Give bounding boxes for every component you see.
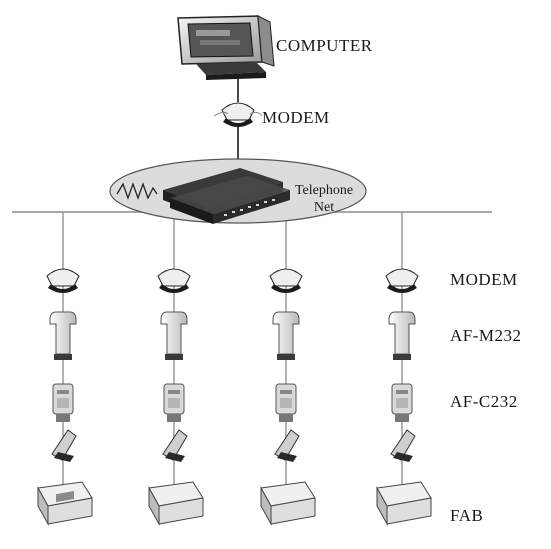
computer-icon bbox=[177, 15, 275, 80]
af-m232-device-icon bbox=[272, 311, 300, 355]
telephone-net-line1: Telephone bbox=[294, 183, 354, 198]
top-modem-icon bbox=[213, 102, 263, 127]
fab-label: FAB bbox=[450, 506, 484, 525]
branch-modem-icon bbox=[269, 268, 303, 287]
af-m232-device-icon bbox=[388, 311, 416, 355]
telephone-net-label: Telephone Net bbox=[282, 182, 366, 216]
branch-1-devices bbox=[37, 268, 93, 526]
telephone-net bbox=[109, 158, 367, 224]
network-switch-icon bbox=[163, 168, 290, 224]
computer-label: COMPUTER bbox=[276, 36, 373, 55]
af-c232-label: AF-C232 bbox=[450, 392, 518, 411]
cable-connector-icon bbox=[51, 429, 77, 462]
telephone-net-line2: Net bbox=[313, 200, 335, 215]
af-m232-label: AF-M232 bbox=[450, 326, 522, 345]
branch-modem-icon bbox=[46, 268, 80, 293]
branch-3-devices bbox=[260, 268, 316, 526]
branch-2-devices bbox=[148, 268, 204, 526]
modem-row-label: MODEM bbox=[450, 270, 518, 289]
branch-4-devices bbox=[376, 268, 432, 526]
branch-lines bbox=[62, 212, 403, 505]
signal-wave-icon bbox=[116, 182, 158, 200]
fab-controller-icon bbox=[37, 481, 93, 526]
branch-modem-icon bbox=[157, 268, 191, 287]
top-modem-label: MODEM bbox=[262, 108, 330, 127]
af-m232-device-icon bbox=[160, 311, 188, 355]
af-m232-device-icon bbox=[49, 311, 77, 360]
af-c232-device-icon bbox=[52, 383, 74, 422]
branch-modem-icon bbox=[385, 268, 419, 287]
